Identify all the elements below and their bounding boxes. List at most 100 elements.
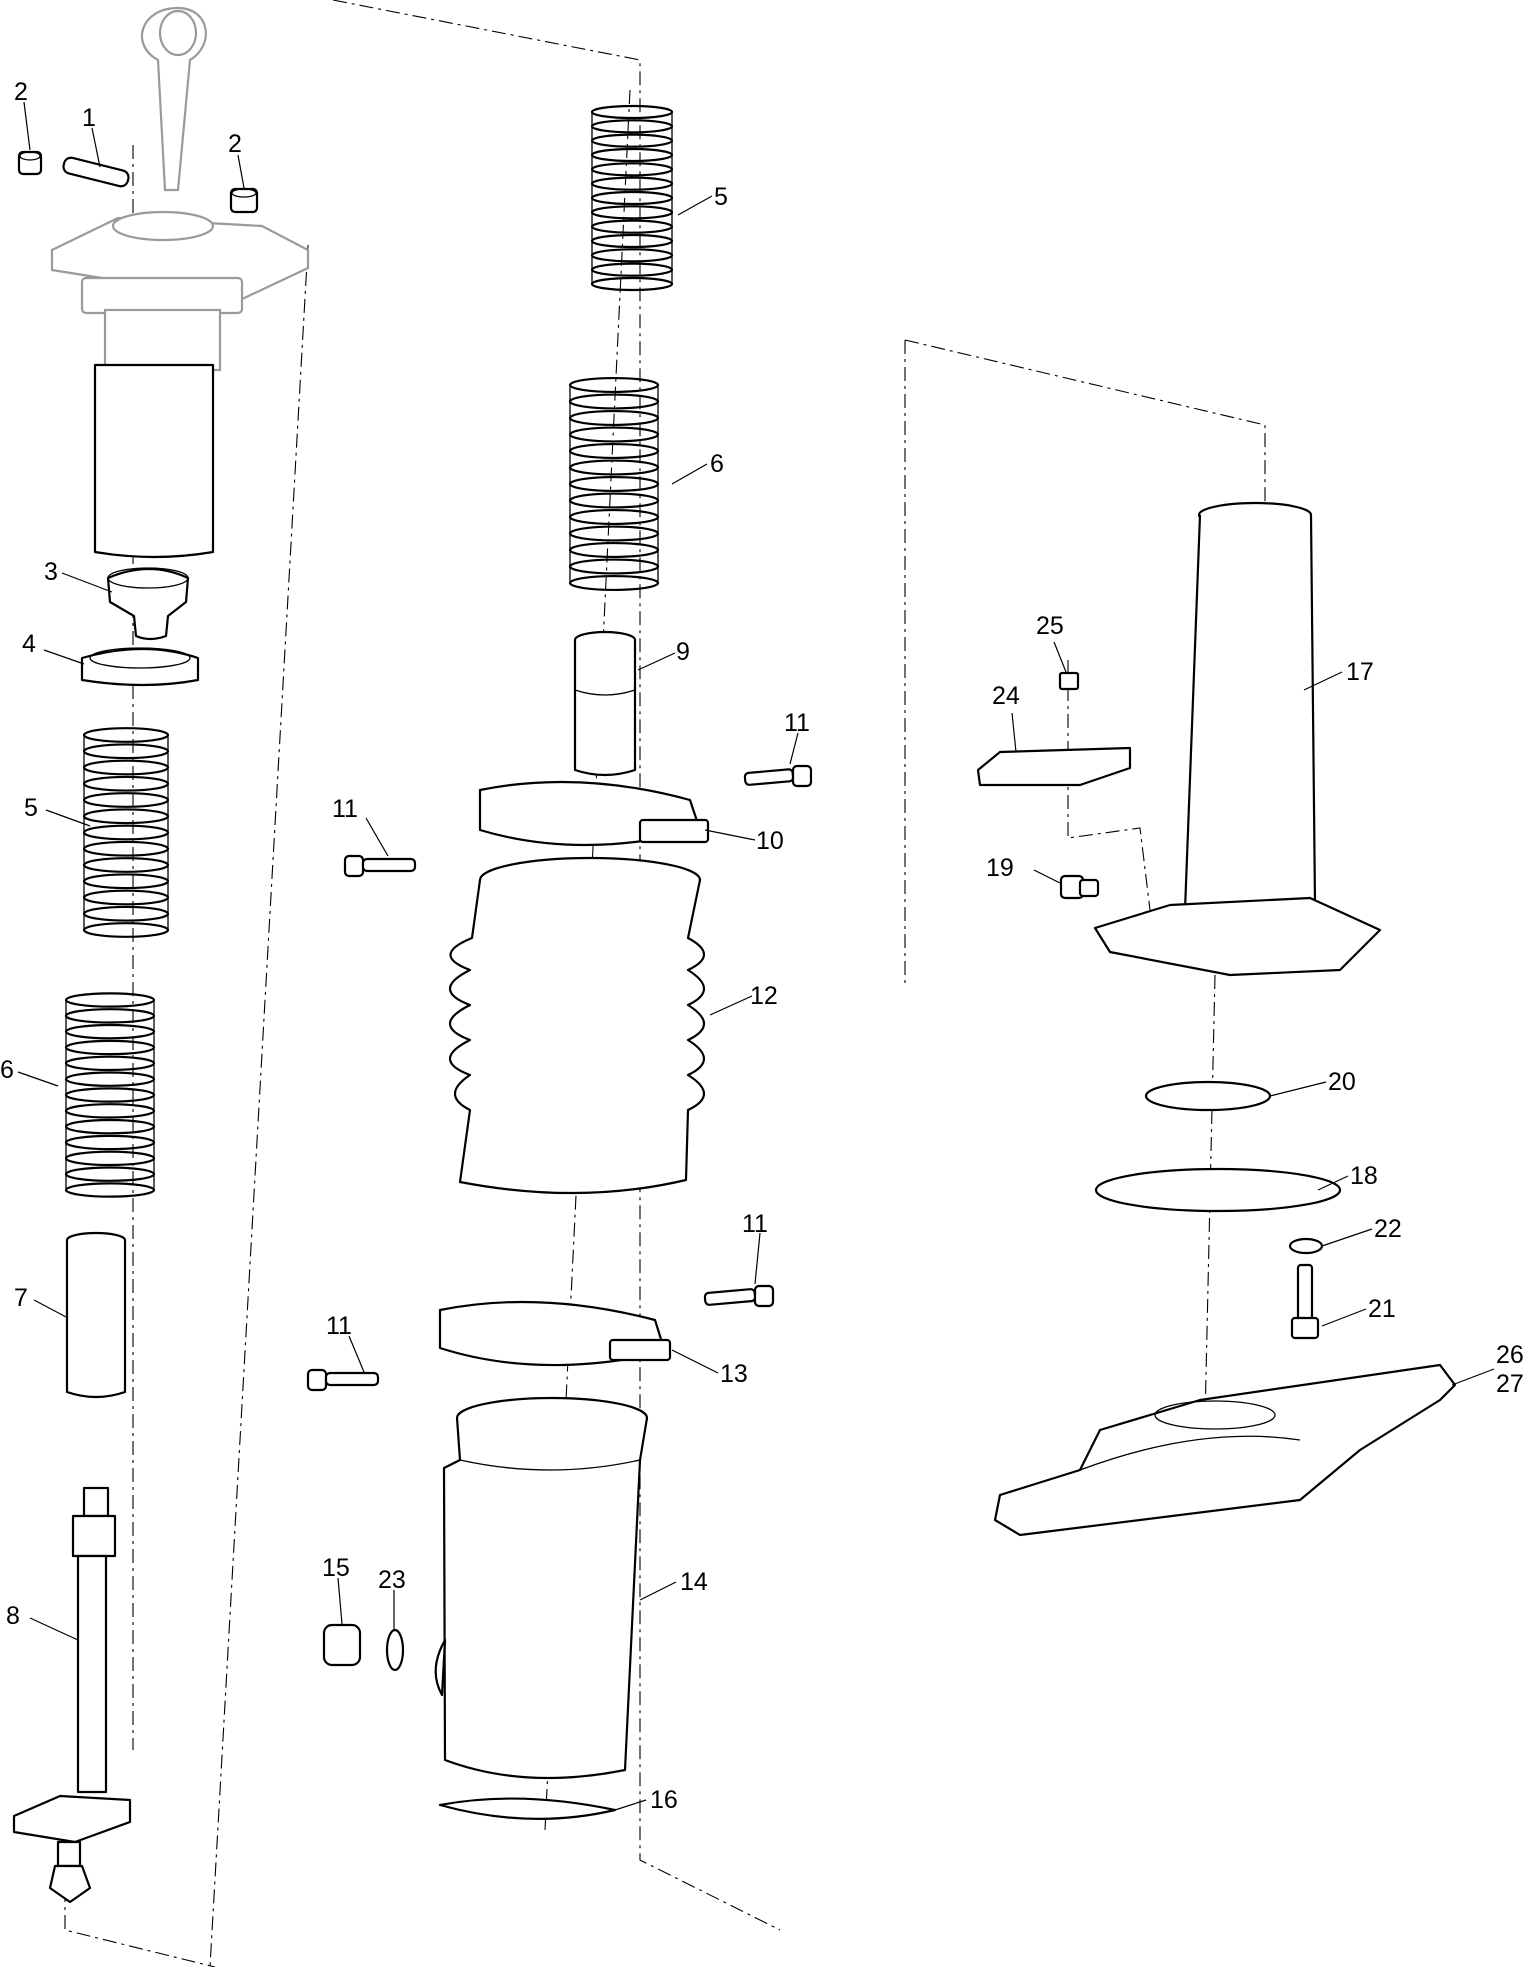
- spring-coil: [64, 1023, 156, 1040]
- label-24: 24: [992, 682, 1020, 710]
- part-11-bolt-d: [306, 1368, 380, 1392]
- label-11-a: 11: [784, 709, 810, 737]
- label-9: 9: [676, 638, 690, 666]
- leader-lines: [17, 101, 1495, 1811]
- spring-coil: [82, 775, 170, 792]
- spring-coil: [590, 233, 674, 249]
- spring-coil: [590, 133, 674, 148]
- spring-outline: [569, 385, 659, 583]
- spring-coil: [590, 190, 674, 206]
- spring-coil: [568, 376, 660, 394]
- part-11-bolt-a: [743, 764, 813, 788]
- label-6-left: 6: [0, 1056, 14, 1084]
- part-2-bushing-right: [229, 187, 259, 214]
- label-22: 22: [1374, 1215, 1402, 1243]
- spring-coil: [82, 792, 170, 808]
- spring-coil: [64, 1166, 156, 1182]
- label-2-left: 2: [14, 78, 28, 106]
- spring-coil: [64, 1150, 156, 1167]
- part-4-washer: [80, 647, 200, 687]
- spring-coil: [82, 743, 170, 760]
- spring-coil: [82, 808, 170, 825]
- part-3-spring-seat: [106, 567, 190, 641]
- part-1-pin: [62, 156, 130, 188]
- spring-coil: [82, 759, 170, 776]
- label-7: 7: [14, 1284, 28, 1312]
- spring-coil: [82, 840, 170, 857]
- part-6-spring-middle: [568, 376, 660, 592]
- spring-coil: [64, 992, 156, 1008]
- spring-coil: [590, 176, 674, 191]
- spring-coil: [64, 1008, 156, 1024]
- spring-coil: [590, 205, 674, 220]
- part-24-bracket: [976, 746, 1132, 787]
- label-21: 21: [1368, 1295, 1396, 1323]
- spring-coil: [568, 492, 660, 509]
- spring-coil: [64, 1039, 156, 1056]
- label-2-right: 2: [228, 130, 242, 158]
- label-26: 26: [1496, 1341, 1524, 1369]
- spring-coil: [64, 1103, 156, 1119]
- spring-coil: [568, 459, 660, 476]
- part-17-guide-tube: [1093, 501, 1382, 977]
- part-18-plate: [1094, 1167, 1342, 1213]
- spring-coil: [590, 119, 674, 134]
- spring-coil: [568, 558, 660, 575]
- label-27: 27: [1496, 1370, 1524, 1398]
- label-16: 16: [650, 1786, 678, 1814]
- spring-coil: [82, 905, 170, 922]
- spring-coil: [82, 889, 170, 906]
- part-7-tube: [65, 1231, 127, 1399]
- spring-coil: [82, 922, 170, 938]
- part-13-clamp: [438, 1300, 672, 1367]
- part-23-o-ring: [385, 1628, 405, 1672]
- part-14-lower-cylinder: [434, 1396, 649, 1780]
- label-17: 17: [1346, 658, 1374, 686]
- spring-coil: [568, 541, 660, 559]
- label-5-middle: 5: [714, 183, 728, 211]
- spring-coil: [568, 442, 660, 460]
- label-11-c: 11: [742, 1210, 768, 1238]
- part-19-fitting: [1059, 874, 1100, 900]
- label-15: 15: [322, 1554, 350, 1582]
- part-8-piston-rod: [12, 1486, 132, 1904]
- spring-coil: [82, 727, 170, 743]
- part-16-gasket: [438, 1797, 617, 1820]
- label-8: 8: [6, 1602, 20, 1630]
- spring-coil: [590, 276, 674, 292]
- spring-coil: [590, 248, 674, 263]
- label-23: 23: [378, 1566, 406, 1594]
- spring-coil: [64, 1134, 156, 1151]
- label-6-middle: 6: [710, 450, 724, 478]
- part-25-nut: [1058, 671, 1080, 691]
- callout-labels: 1 2 2 3 4 5 6 7 8 5 6 9 11 10 11 12 11 1…: [0, 78, 1524, 1814]
- part-11-bolt-b: [343, 854, 417, 878]
- label-5-left: 5: [24, 794, 38, 822]
- spring-coil: [590, 219, 674, 234]
- spring-coil: [590, 262, 674, 277]
- spring-coil: [568, 525, 660, 542]
- label-14: 14: [680, 1568, 708, 1596]
- spring-coil: [568, 426, 660, 443]
- label-11-b: 11: [332, 795, 358, 823]
- spring-coil: [590, 162, 674, 177]
- part-5-spring-left: [82, 727, 170, 938]
- spring-coil: [568, 508, 660, 526]
- guide-housing: [50, 210, 310, 559]
- spring-coil: [64, 1087, 156, 1103]
- spring-coil: [82, 873, 170, 890]
- part-6-spring-left: [64, 992, 156, 1198]
- spring-coil: [568, 475, 660, 493]
- spring-coil: [590, 104, 674, 120]
- label-10: 10: [756, 827, 784, 855]
- spring-outline: [83, 735, 169, 930]
- spring-coil: [82, 824, 170, 841]
- part-20-o-ring: [1144, 1080, 1272, 1112]
- label-20: 20: [1328, 1068, 1356, 1096]
- part-22-washer: [1288, 1237, 1324, 1255]
- label-12: 12: [750, 982, 778, 1010]
- spring-coil: [64, 1182, 156, 1198]
- label-4: 4: [22, 630, 36, 658]
- part-15-plug: [322, 1623, 362, 1667]
